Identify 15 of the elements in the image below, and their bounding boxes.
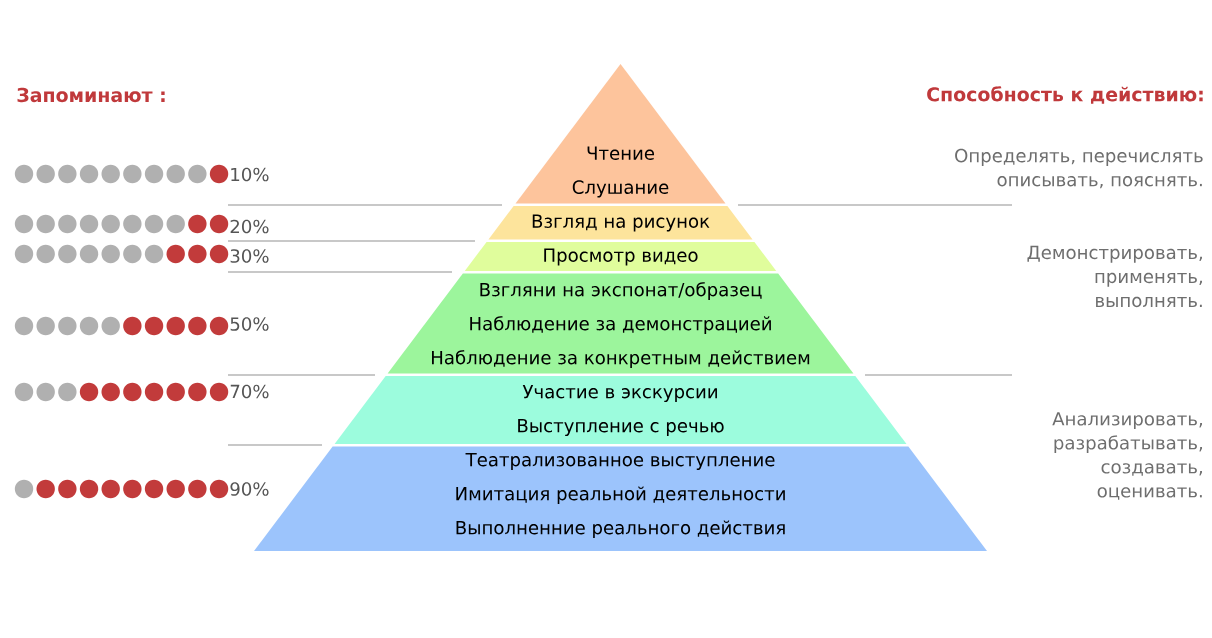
pyramid-level: Участие в экскурсии Выступление с речью bbox=[334, 376, 907, 444]
skill-description: Демонстрировать, применять, выполнять. bbox=[1027, 245, 1202, 308]
percentage-label: 20% bbox=[230, 219, 269, 234]
pyramid-level: Взгляни на экспонат/образец Наблюдение за демонстрацией Наблюдение за конкретным действием bbox=[387, 273, 854, 374]
pyramid-level: Чтение Слушание bbox=[515, 64, 726, 204]
pyramid-level: Взгляд на рисунок bbox=[488, 206, 753, 240]
column-heading: Способность к действию: bbox=[927, 86, 1203, 104]
column-heading: Запоминают : bbox=[17, 87, 165, 103]
percentage-label: 70% bbox=[230, 384, 269, 399]
percentage-label: 30% bbox=[230, 249, 269, 263]
pyramid-level: Просмотр видео bbox=[464, 242, 777, 271]
percentage-label: 50% bbox=[230, 317, 269, 331]
skill-description: Анализировать, разрабатывать, создавать, оценивать. bbox=[1052, 412, 1202, 500]
skill-description: Определять, перечислять описывать, пояснять. bbox=[955, 148, 1203, 189]
percentage-label: 10% bbox=[231, 167, 269, 182]
